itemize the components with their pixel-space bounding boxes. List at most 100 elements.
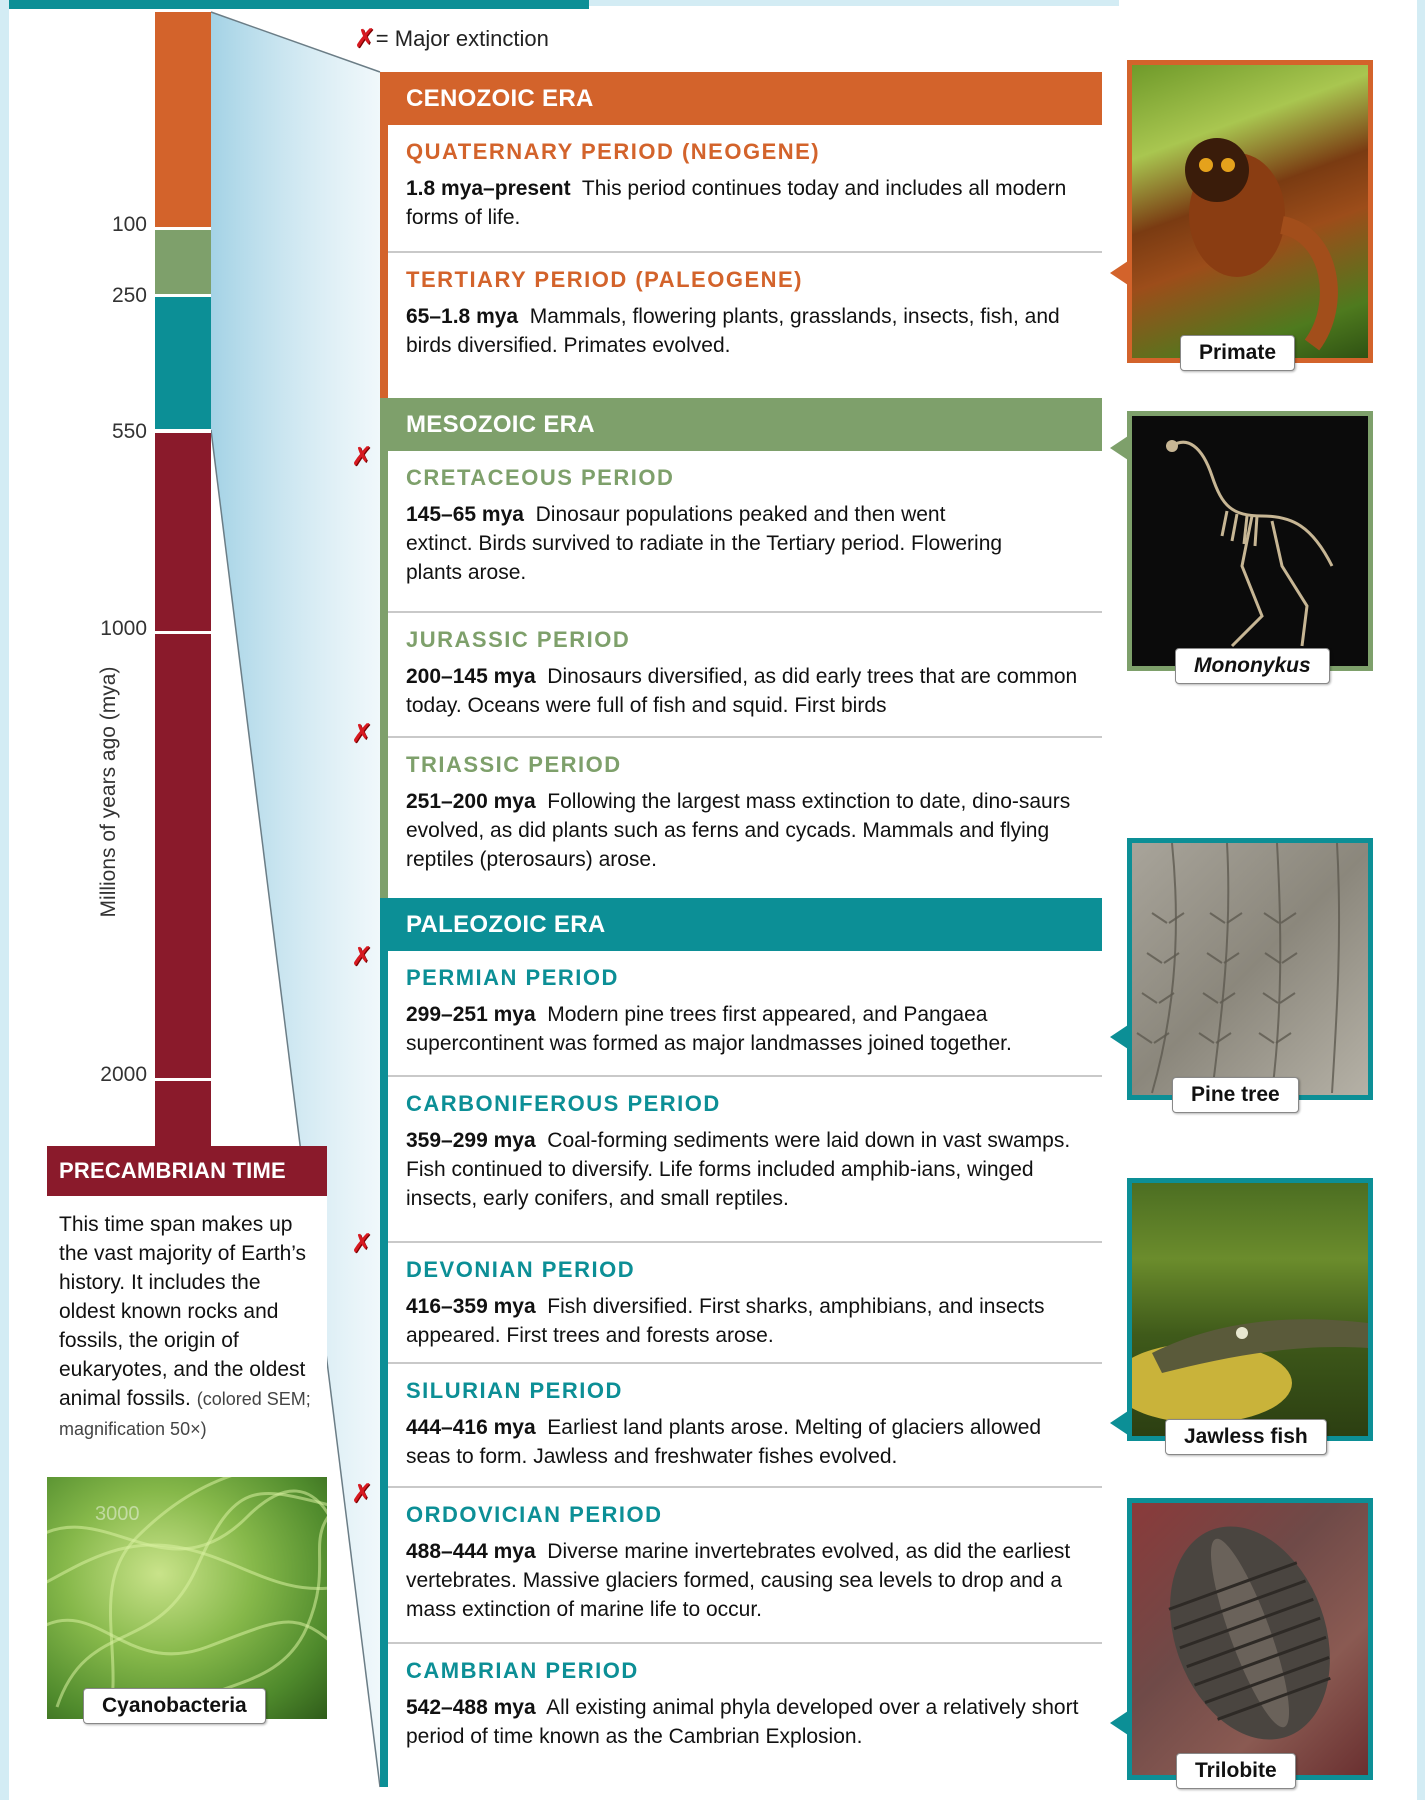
primate-image — [1132, 65, 1368, 358]
precambrian-scale-label: 3000 — [95, 1503, 140, 1526]
mononykus-pointer — [1110, 436, 1128, 460]
period-carboniferous: CARBONIFEROUS PERIOD 359–299 mya Coal-fo… — [388, 1077, 1102, 1243]
period-description: 488–444 mya Diverse marine invertebrates… — [406, 1537, 1084, 1624]
jawless-fish-photo: Jawless fish — [1127, 1178, 1373, 1441]
period-dates: 200–145 mya — [406, 665, 536, 688]
extinction-x-mark-icon: ✗ — [351, 1481, 373, 1507]
tick-label-250: 250 — [47, 284, 147, 308]
period-description: 145–65 mya Dinosaur populations peaked a… — [406, 500, 1006, 587]
period-dates: 488–444 mya — [406, 1540, 536, 1563]
era-title-paleozoic: PALEOZOIC ERA — [388, 898, 1102, 951]
pine-tree-pointer — [1110, 1025, 1128, 1049]
period-title: CRETACEOUS PERIOD — [406, 465, 1084, 491]
period-silurian: SILURIAN PERIOD 444–416 mya Earliest lan… — [388, 1364, 1102, 1488]
period-dates: 444–416 mya — [406, 1416, 536, 1439]
primate-photo: Primate — [1127, 60, 1373, 363]
x-mark-icon: ✗ — [354, 26, 376, 52]
legend: ✗ = Major extinction — [354, 26, 549, 52]
era-panel: CENOZOIC ERA QUATERNARY PERIOD (NEOGENE)… — [380, 72, 1102, 1787]
precambrian-description: This time span makes up the vast majorit… — [47, 1196, 327, 1444]
extinction-x-mark-icon: ✗ — [351, 721, 373, 747]
precambrian-title: PRECAMBRIAN TIME — [47, 1146, 327, 1196]
period-cretaceous: CRETACEOUS PERIOD 145–65 mya Dinosaur po… — [388, 451, 1102, 613]
jawless-fish-pointer — [1110, 1411, 1128, 1435]
period-dates: 416–359 mya — [406, 1295, 536, 1318]
scale-tick-100 — [155, 227, 211, 230]
pine-tree-caption: Pine tree — [1172, 1077, 1299, 1113]
cyanobacteria-filaments — [47, 1477, 327, 1719]
tick-label-1000: 1000 — [47, 617, 147, 641]
jawless-fish-caption: Jawless fish — [1165, 1419, 1327, 1455]
mononykus-photo: Mononykus — [1127, 411, 1373, 671]
jawless-fish-image — [1132, 1183, 1368, 1436]
period-dates: 359–299 mya — [406, 1129, 536, 1152]
period-title: DEVONIAN PERIOD — [406, 1257, 1084, 1283]
period-dates: 251–200 mya — [406, 790, 536, 813]
period-description: 359–299 mya Coal-forming sediments were … — [406, 1126, 1084, 1213]
period-description: 444–416 mya Earliest land plants arose. … — [406, 1413, 1084, 1471]
trilobite-caption: Trilobite — [1176, 1753, 1296, 1789]
period-permian: PERMIAN PERIOD 299–251 mya Modern pine t… — [388, 951, 1102, 1077]
trilobite-image — [1132, 1503, 1368, 1775]
period-ordovician: ORDOVICIAN PERIOD 488–444 mya Diverse ma… — [388, 1488, 1102, 1644]
period-dates: 1.8 mya–present — [406, 177, 571, 200]
cyanobacteria-caption: Cyanobacteria — [83, 1688, 266, 1724]
precambrian-box: PRECAMBRIAN TIME This time span makes up… — [47, 1146, 327, 1800]
period-title: JURASSIC PERIOD — [406, 627, 1084, 653]
period-tertiary: TERTIARY PERIOD (PALEOGENE) 65–1.8 mya M… — [388, 253, 1102, 398]
precambrian-text: This time span makes up the vast majorit… — [59, 1213, 306, 1410]
header-strip — [589, 0, 1119, 6]
period-cambrian: CAMBRIAN PERIOD 542–488 mya All existing… — [388, 1644, 1102, 1784]
pine-tree-photo: Pine tree — [1127, 838, 1373, 1100]
era-mesozoic: MESOZOIC ERA CRETACEOUS PERIOD 145–65 my… — [380, 398, 1102, 898]
period-title: ORDOVICIAN PERIOD — [406, 1502, 1084, 1528]
scale-segment-mesozoic — [155, 229, 211, 294]
scale-tick-2000 — [155, 1078, 217, 1081]
scale-segment-paleozoic — [155, 297, 211, 429]
period-title: CARBONIFEROUS PERIOD — [406, 1091, 1084, 1117]
trilobite-pointer — [1110, 1711, 1128, 1735]
extinction-x-mark-icon: ✗ — [351, 944, 373, 970]
tick-label-100: 100 — [47, 213, 147, 237]
jawless-fish-illustration — [1132, 1183, 1368, 1436]
mononykus-image — [1132, 416, 1368, 666]
period-title: QUATERNARY PERIOD (NEOGENE) — [406, 139, 1084, 165]
era-title-mesozoic: MESOZOIC ERA — [388, 398, 1102, 451]
scale-tick-250 — [155, 294, 211, 297]
period-title: TERTIARY PERIOD (PALEOGENE) — [406, 267, 1084, 293]
trilobite-fossil — [1132, 1503, 1368, 1775]
cyanobacteria-photo: 3000 — [47, 1477, 327, 1719]
axis-title: Millions of years ago (mya) — [97, 642, 121, 942]
period-triassic: TRIASSIC PERIOD 251–200 mya Following th… — [388, 738, 1102, 898]
extinction-x-mark-icon: ✗ — [351, 1231, 373, 1257]
period-dates: 145–65 mya — [406, 503, 524, 526]
scale-segment-cenozoic — [155, 12, 211, 227]
trilobite-photo: Trilobite — [1127, 1498, 1373, 1780]
scale-tick-1000 — [155, 631, 217, 634]
legend-text: = Major extinction — [376, 26, 549, 52]
period-title: PERMIAN PERIOD — [406, 965, 1084, 991]
primate-pointer — [1110, 261, 1128, 285]
period-description: 251–200 mya Following the largest mass e… — [406, 787, 1084, 874]
period-description: 299–251 mya Modern pine trees first appe… — [406, 1000, 1084, 1058]
era-paleozoic: PALEOZOIC ERA PERMIAN PERIOD 299–251 mya… — [380, 898, 1102, 1787]
period-title: CAMBRIAN PERIOD — [406, 1658, 1084, 1684]
tick-label-550: 550 — [47, 420, 147, 444]
period-description: 1.8 mya–present This period continues to… — [406, 174, 1084, 232]
geologic-timescale-page: 100 250 550 1000 2000 Millions of years … — [9, 0, 1417, 1800]
period-description: 65–1.8 mya Mammals, flowering plants, gr… — [406, 302, 1084, 360]
tick-label-2000: 2000 — [47, 1063, 147, 1087]
period-dates: 65–1.8 mya — [406, 305, 518, 328]
extinction-x-mark-icon: ✗ — [351, 444, 373, 470]
period-dates: 299–251 mya — [406, 1003, 536, 1026]
scale-tick-550 — [155, 430, 211, 433]
period-description: 542–488 mya All existing animal phyla de… — [406, 1693, 1084, 1751]
period-dates: 542–488 mya — [406, 1696, 536, 1719]
pine-tree-fossil — [1132, 843, 1368, 1095]
period-description: 416–359 mya Fish diversified. First shar… — [406, 1292, 1084, 1350]
mononykus-skeleton — [1132, 416, 1368, 666]
period-description: 200–145 mya Dinosaurs diversified, as di… — [406, 662, 1084, 720]
period-jurassic: JURASSIC PERIOD 200–145 mya Dinosaurs di… — [388, 613, 1102, 738]
era-title-cenozoic: CENOZOIC ERA — [388, 72, 1102, 125]
primate-illustration — [1132, 65, 1368, 358]
